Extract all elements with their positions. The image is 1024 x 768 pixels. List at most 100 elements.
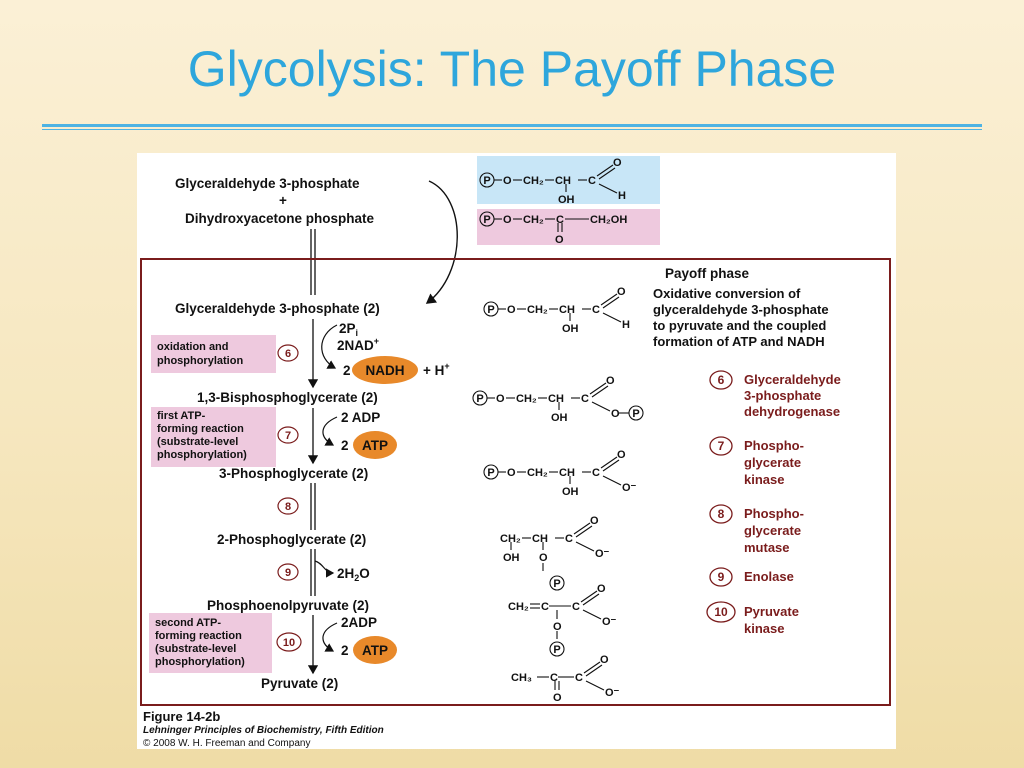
svg-text:O: O (553, 692, 562, 704)
nadh-coefficient: 2 (343, 363, 351, 378)
top-dhap-label: Dihydroxyacetone phosphate (185, 211, 375, 226)
svg-text:C: C (556, 214, 564, 226)
svg-text:glycerate: glycerate (744, 523, 801, 538)
note-box-second-atp (149, 613, 272, 673)
svg-text:O: O (503, 175, 512, 187)
svg-text:P: P (483, 175, 490, 187)
svg-text:9: 9 (718, 570, 725, 584)
svg-text:glycerate: glycerate (744, 455, 801, 470)
svg-text:dehydrogenase: dehydrogenase (744, 404, 840, 419)
top-plus: + (279, 193, 287, 208)
input-nad: 2NAD+ (337, 336, 379, 353)
svg-text:CH₂: CH₂ (508, 601, 529, 613)
note-box-oxidation (151, 335, 276, 373)
svg-text:Enolase: Enolase (744, 569, 794, 584)
svg-text:CH₂: CH₂ (523, 175, 544, 187)
input-pi: 2Pi (339, 321, 358, 338)
note-second-atp-line-4: phosphorylation) (155, 656, 245, 668)
isomerase-curved-arrow (425, 180, 458, 304)
note-second-atp-line-2: forming reaction (155, 630, 242, 642)
svg-text:6: 6 (718, 373, 725, 387)
svg-text:O: O (539, 552, 548, 564)
svg-text:CH: CH (559, 304, 575, 316)
svg-text:C: C (592, 467, 600, 479)
note-first-atp-line-2: forming reaction (157, 423, 244, 435)
svg-text:P: P (553, 644, 560, 656)
svg-text:C: C (550, 672, 558, 684)
svg-text:CH: CH (548, 393, 564, 405)
note-first-atp-line-4: phosphorylation) (157, 449, 247, 461)
svg-text:OH: OH (503, 552, 520, 564)
svg-text:7: 7 (285, 430, 291, 442)
side-arrow-10 (322, 622, 338, 652)
svg-text:10: 10 (283, 637, 295, 649)
plus-h: + H+ (423, 361, 450, 378)
svg-text:O: O (507, 467, 516, 479)
svg-text:C: C (565, 533, 573, 545)
svg-text:O: O (611, 408, 620, 420)
payoff-heading: Payoff phase (665, 266, 750, 281)
svg-text:OH: OH (562, 323, 579, 335)
svg-text:6: 6 (285, 348, 291, 360)
svg-text:kinase: kinase (744, 621, 784, 636)
svg-text:CH₂: CH₂ (527, 304, 548, 316)
input-adp-2: 2ADP (341, 615, 377, 630)
svg-text:OH: OH (562, 486, 579, 498)
structure-labels: P O CH₂ CH C O H OH P O CH₂ C CH₂OH O P … (476, 157, 639, 704)
title-underline (42, 124, 982, 127)
side-arrow-7 (322, 416, 338, 446)
svg-text:C: C (588, 175, 596, 187)
metabolite-bpg: 1,3-Bisphosphoglycerate (2) (197, 390, 378, 405)
metabolite-pyruvate: Pyruvate (2) (261, 676, 338, 691)
svg-text:O: O (600, 654, 609, 666)
svg-text:CH₂: CH₂ (516, 393, 537, 405)
svg-text:O: O (613, 157, 622, 169)
atp-2-coefficient: 2 (341, 643, 349, 658)
svg-text:O: O (496, 393, 505, 405)
svg-text:C: C (592, 304, 600, 316)
step-badge-9: 9 (277, 563, 299, 581)
caption-copyright: © 2008 W. H. Freeman and Company (143, 738, 310, 749)
svg-text:Phospho-: Phospho- (744, 506, 804, 521)
svg-text:8: 8 (718, 507, 725, 521)
atp-1-coefficient: 2 (341, 438, 349, 453)
svg-text:P: P (476, 393, 483, 405)
svg-text:P: P (632, 408, 639, 420)
title-underline-thin (42, 129, 982, 130)
enzyme-10: 10 Pyruvate kinase (706, 601, 799, 636)
enzyme-6: 6 Glyceraldehyde 3-phosphate dehydrogena… (709, 370, 841, 419)
side-arrow-6 (321, 324, 338, 369)
svg-text:C: C (575, 672, 583, 684)
metabolite-g3p: Glyceraldehyde 3-phosphate (2) (175, 301, 380, 316)
svg-text:CH₃: CH₃ (511, 672, 532, 684)
svg-text:O: O (503, 214, 512, 226)
enzyme-8: 8 Phospho- glycerate mutase (709, 504, 804, 555)
svg-text:O: O (555, 234, 564, 246)
svg-text:mutase: mutase (744, 540, 790, 555)
svg-text:OH: OH (558, 194, 575, 206)
svg-text:O⁻: O⁻ (622, 482, 637, 494)
output-water: 2H2O (337, 566, 370, 583)
svg-text:O: O (597, 583, 606, 595)
g3p-structure-box (477, 156, 660, 204)
step-badge-8: 8 (277, 497, 299, 515)
metabolite-2pg: 2-Phosphoglycerate (2) (217, 532, 366, 547)
atp-label-1: ATP (362, 438, 388, 453)
svg-text:CH₂: CH₂ (523, 214, 544, 226)
svg-text:O⁻: O⁻ (595, 548, 610, 560)
payoff-frame (140, 258, 891, 706)
svg-text:H: H (618, 190, 626, 202)
atp-oval-2 (353, 636, 397, 664)
note-oxidation-line-2: phosphorylation (157, 355, 243, 367)
svg-text:CH₂OH: CH₂OH (590, 214, 627, 226)
svg-text:O: O (617, 449, 626, 461)
svg-text:CH₂: CH₂ (500, 533, 521, 545)
svg-text:P: P (487, 304, 494, 316)
description-line-3: to pyruvate and the coupled (653, 318, 826, 333)
svg-text:CH: CH (555, 175, 571, 187)
note-second-atp-line-3: (substrate-level (155, 643, 236, 655)
nadh-label: NADH (366, 363, 405, 378)
nadh-oval (352, 356, 418, 384)
svg-text:P: P (483, 214, 490, 226)
atp-oval-1 (353, 431, 397, 459)
